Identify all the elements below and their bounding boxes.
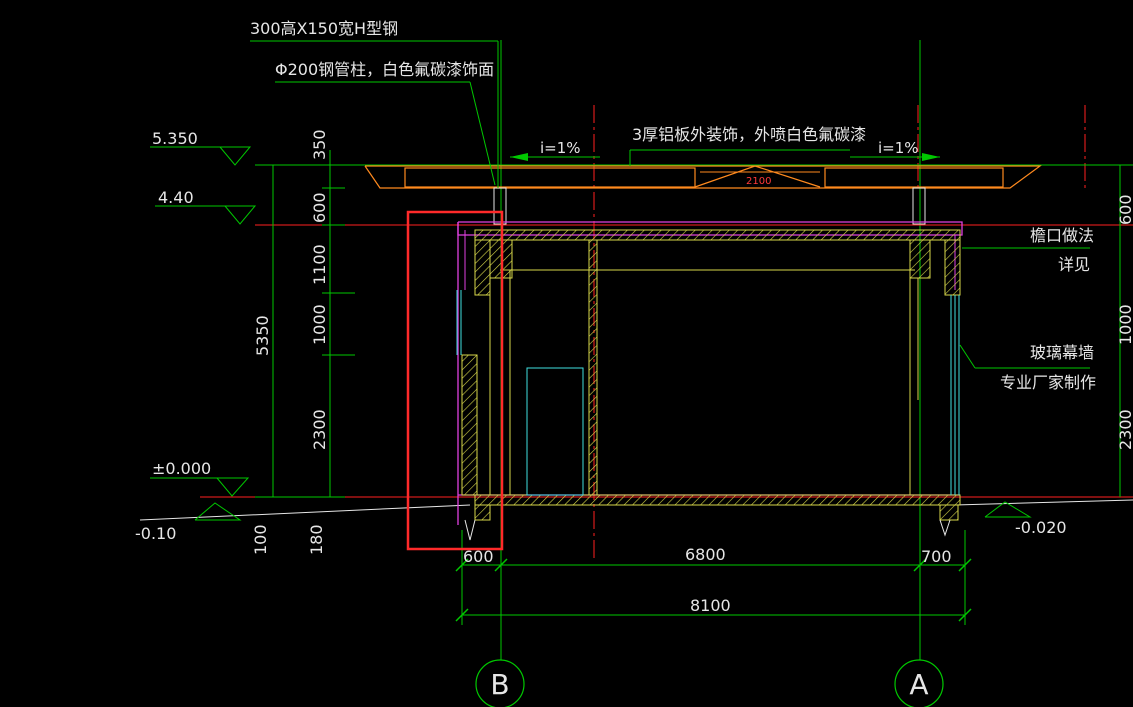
building-section [456, 221, 963, 541]
canopy-span-label: 2100 [746, 176, 771, 187]
elevation-right-low: -0.020 [1015, 518, 1067, 537]
eaves-detail-line2: 详见 [1058, 255, 1090, 274]
dim-seg-4: 1000 [310, 304, 329, 345]
elevation-ground: ±0.000 [152, 459, 211, 478]
leader-lines [250, 40, 1090, 369]
pipe-column-label: Φ200钢管柱，白色氟碳漆饰面 [275, 60, 494, 79]
dim-seg-5: 2300 [310, 409, 329, 450]
dim-below-b: 180 [307, 524, 326, 555]
dim-right-seg-1: 600 [1116, 194, 1133, 225]
highlight-box[interactable] [406, 210, 504, 551]
elevation-top: 5.350 [152, 129, 198, 148]
canopy-columns [493, 187, 926, 225]
dim-horizontal-left: 600 [463, 547, 494, 566]
axis-label-b: B [490, 668, 509, 701]
horizontal-dimensions [455, 530, 972, 625]
elevation-markers [150, 146, 1032, 521]
dim-horizontal-right: 700 [921, 547, 952, 566]
reference-lines [139, 164, 1133, 521]
dim-seg-1: 350 [310, 129, 329, 160]
h-steel-label: 300高X150宽H型钢 [250, 19, 398, 38]
dim-total-height: 5350 [253, 315, 272, 356]
dim-below-a: 100 [251, 524, 270, 555]
dim-horizontal-total: 8100 [690, 596, 731, 615]
slope-left-label: i=1% [540, 139, 581, 157]
elevation-left-low: -0.10 [135, 524, 176, 543]
curtain-wall-line2: 专业厂家制作 [1000, 373, 1096, 392]
dim-right-seg-2: 1000 [1116, 304, 1133, 345]
dim-horizontal-middle: 6800 [685, 545, 726, 564]
axis-bubbles [475, 659, 944, 707]
slope-arrows [510, 153, 940, 161]
curtain-wall-line1: 玻璃幕墙 [1030, 343, 1094, 362]
dim-right-seg-3: 2300 [1116, 409, 1133, 450]
axis-label-a: A [909, 668, 928, 701]
canopy-roof [364, 149, 1042, 189]
dim-seg-2: 600 [310, 192, 329, 223]
elevation-upper: 4.40 [158, 188, 194, 207]
aluminum-panel-label: 3厚铝板外装饰，外喷白色氟碳漆 [632, 125, 866, 144]
eaves-detail-line1: 檐口做法 [1030, 226, 1094, 245]
dim-seg-3: 1100 [310, 244, 329, 285]
vertical-dimensions [255, 150, 1121, 498]
slope-right-label: i=1% [878, 139, 919, 157]
